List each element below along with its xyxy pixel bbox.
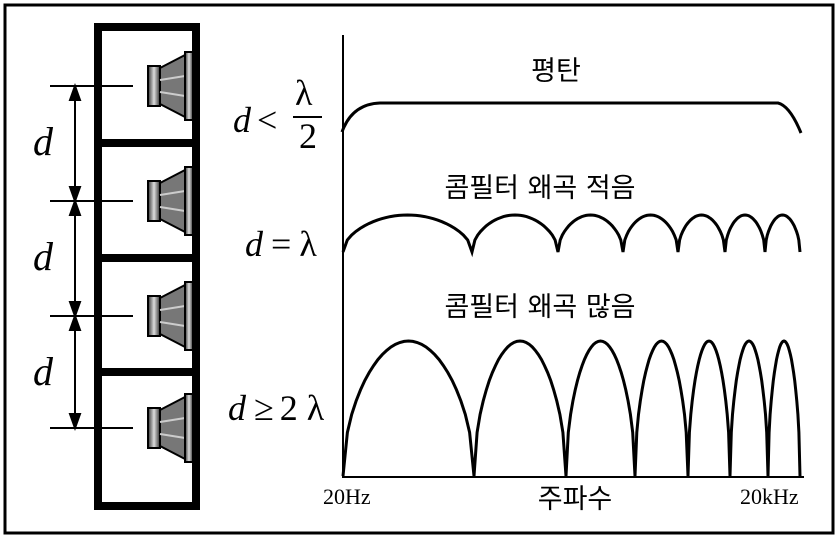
high-comb-filter-curve: [341, 339, 802, 477]
speaker-icon: [147, 281, 194, 351]
spacing-label-d: d: [33, 349, 54, 394]
condition-1-numerator: λ: [295, 73, 313, 113]
curve-title-high-comb: 콤필터 왜곡 많음: [444, 292, 635, 323]
speaker-icon: [147, 393, 194, 463]
low-comb-filter-curve: [341, 213, 802, 258]
condition-1: d<: [233, 100, 277, 140]
flat-response-curve: [340, 101, 803, 134]
curve-title-low-comb: 콤필터 왜곡 적음: [444, 173, 635, 204]
condition-3: d≥2 λ: [228, 388, 325, 428]
spacing-label-d: d: [33, 234, 54, 279]
condition-1-denominator: 2: [299, 116, 317, 156]
dimension-lines: [50, 83, 133, 431]
x-axis-max-label: 20kHz: [740, 484, 799, 509]
x-axis-min-label: 20Hz: [323, 484, 371, 509]
condition-2: d=λ: [245, 224, 317, 264]
speaker-icon: [147, 51, 194, 121]
outer-frame: [3, 3, 835, 535]
speaker-icon: [147, 166, 194, 236]
spacing-label-d: d: [33, 119, 54, 164]
speaker-cabinet: [94, 23, 200, 510]
curve-title-flat: 평탄: [531, 56, 581, 87]
x-axis-title: 주파수: [538, 484, 613, 515]
